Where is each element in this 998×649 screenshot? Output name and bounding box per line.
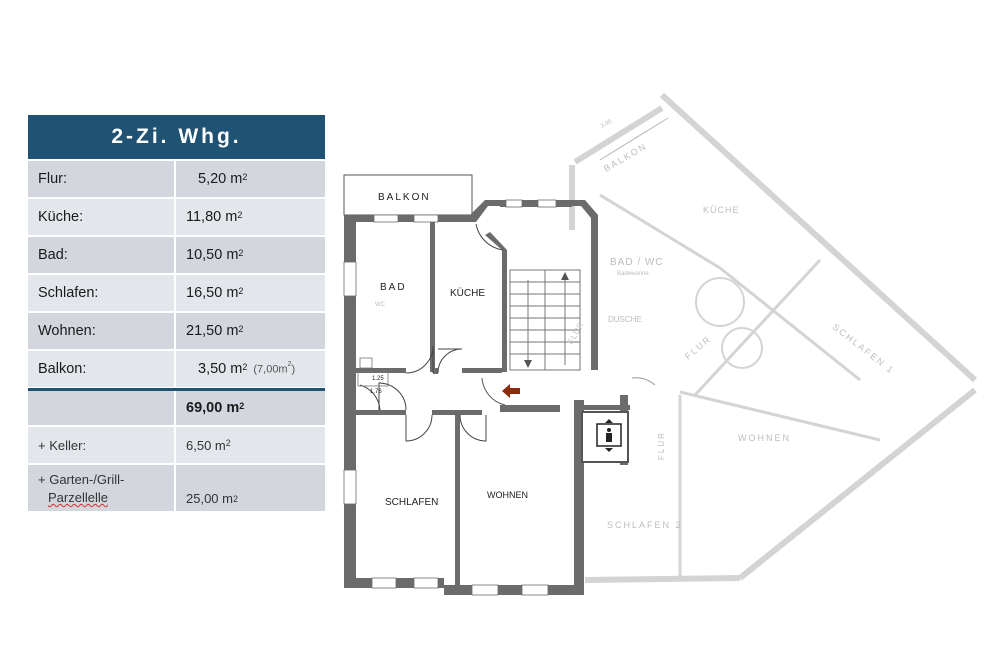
ghost-flur2-label: FLUR xyxy=(657,431,666,460)
bad-wc-label: WC xyxy=(375,302,386,308)
dimension-1: 1.25 xyxy=(372,376,384,382)
interior-walls xyxy=(356,222,630,588)
entrance-arrow-icon xyxy=(502,384,520,398)
ghost-schlafen2-label: SCHLAFEN 2 xyxy=(607,520,683,530)
ghost-dusche-label: DUSCHE xyxy=(608,315,642,324)
row-label: Balkon: xyxy=(28,351,174,387)
ghost-dim-label: 3.95 xyxy=(600,118,614,129)
exterior-walls xyxy=(344,200,598,595)
table-title: 2-Zi. Whg. xyxy=(28,115,325,159)
total-separator xyxy=(28,388,325,391)
ghost-schlafen1-label: SCHLAFEN 1 xyxy=(831,322,897,376)
row-label: Bad: xyxy=(28,237,174,273)
balkon-label: BALKON xyxy=(378,192,431,203)
windows xyxy=(343,199,557,596)
entrance-door-swing xyxy=(481,377,506,406)
row-label: Küche: xyxy=(28,199,174,235)
ghost-kueche-label: KÜCHE xyxy=(703,205,740,215)
elevator xyxy=(581,411,629,463)
ghost-bad-label: BAD / WC xyxy=(610,257,664,268)
ghost-balkon-label: BALKON xyxy=(602,141,649,174)
door-swings xyxy=(359,223,504,442)
stair-door-swing xyxy=(631,377,656,386)
neighbour-apartment-ghost xyxy=(569,92,978,583)
ghost-badewanne-label: Badewanne xyxy=(617,271,649,277)
bath-fixtures xyxy=(357,357,389,387)
row-label: + Keller: xyxy=(28,427,174,463)
ghost-wohnen-label: WOHNEN xyxy=(738,433,791,443)
bad-label: BAD xyxy=(380,282,407,293)
balkon-note: (7,00m2) xyxy=(253,360,296,376)
row-label: + Garten-/Grill-Parzellelle xyxy=(28,465,174,511)
balkon-outline xyxy=(343,174,473,216)
schlafen-label: SCHLAFEN xyxy=(385,497,438,508)
row-label: Wohnen: xyxy=(28,313,174,349)
ghost-dimension-line xyxy=(599,117,669,161)
row-label xyxy=(28,391,174,425)
row-label: Schlafen: xyxy=(28,275,174,311)
row-label: Flur: xyxy=(28,161,174,197)
dimension-2: 1.76 xyxy=(370,389,382,395)
ghost-flur-label: FLUR xyxy=(683,334,714,362)
kueche-label: KÜCHE xyxy=(450,287,485,299)
staircase xyxy=(509,269,581,371)
wohnen-label: WOHNEN xyxy=(487,490,528,500)
